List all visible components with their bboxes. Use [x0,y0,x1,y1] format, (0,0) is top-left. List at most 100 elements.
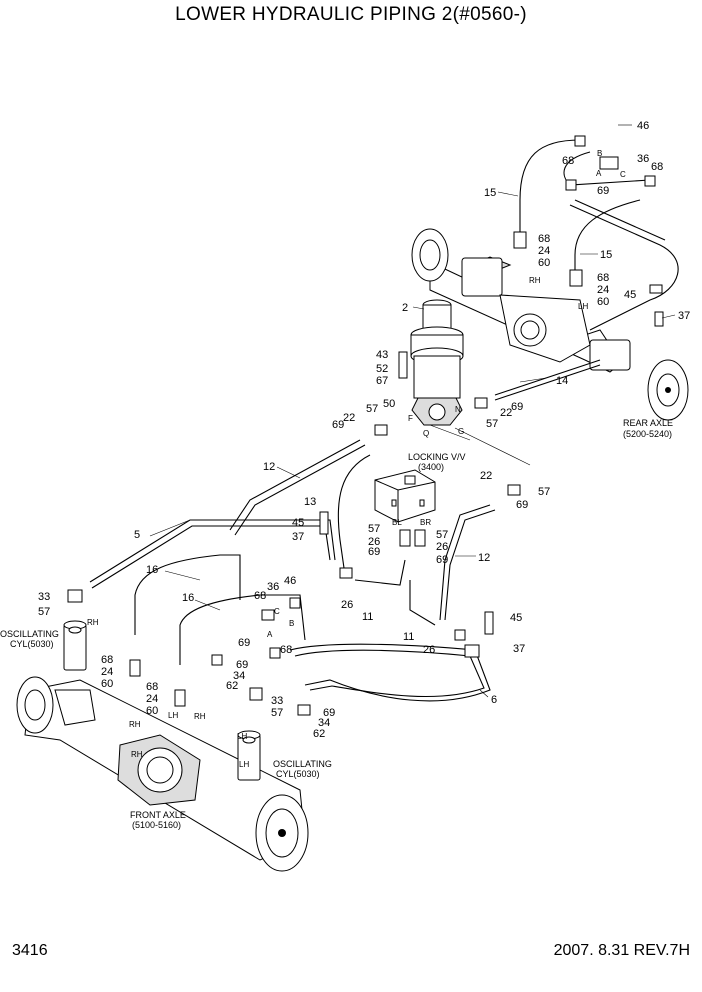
callout: 69 [511,401,523,413]
svg-text:LH: LH [237,732,247,741]
callout: 11 [362,611,373,623]
svg-text:B: B [597,149,602,158]
callout: 37 [678,310,690,322]
callout: 12 [478,552,490,564]
oscillating-cylinder-left [63,620,87,671]
callout: 57 [366,403,378,415]
callout: 16 [182,592,194,604]
callout: 22 [343,412,355,424]
callout: 34 [318,717,330,729]
callout: 6 [491,694,497,706]
callout: 69 [236,659,248,671]
callout: 69 [332,419,344,431]
callout: 5 [134,529,140,541]
callout: 15 [600,249,612,261]
callout: 68 [651,161,663,173]
callout: 24 [597,284,609,296]
callout: 69 [597,185,609,197]
callout: 22 [480,470,492,482]
callout: 33 [38,591,50,603]
callout: 60 [538,257,550,269]
callout-numbers: 46 68 36 68 15 69 68 24 60 15 68 24 60 4… [38,120,690,740]
callout: 62 [313,728,325,740]
osc-cyl-left-ref: CYL(5030) [10,639,54,649]
svg-text:BR: BR [420,518,431,527]
svg-text:BL: BL [392,518,402,527]
port-labels: B C A RH LH F N Q G BL BR C B A RH RH LH… [87,149,626,769]
svg-text:RH: RH [131,750,143,759]
svg-text:LH: LH [578,302,588,311]
revision-date: 2007. 8.31 REV.7H [553,942,690,959]
callout: 14 [556,375,568,387]
callout: 57 [271,707,283,719]
rear-axle-range: (5200-5240) [623,429,672,439]
callout: 45 [510,612,522,624]
callout: 33 [271,695,283,707]
callout: 68 [597,272,609,284]
callout: 45 [624,289,636,301]
callout: 68 [538,233,550,245]
callout: 69 [436,554,448,566]
callout: 37 [513,643,525,655]
callout: 24 [101,666,113,678]
callout: 57 [38,606,50,618]
svg-text:N: N [455,405,461,414]
callout: 69 [516,499,528,511]
leader-lines [149,124,676,698]
osc-cyl-left-label: OSCILLATING [0,629,59,639]
callout: 45 [292,517,304,529]
callout: 26 [341,599,353,611]
svg-text:G: G [458,427,464,436]
svg-text:B: B [289,619,294,628]
svg-text:RH: RH [529,276,541,285]
locking-valve-label: LOCKING V/V [408,452,466,462]
locking-valve-ref: (3400) [418,462,444,472]
svg-text:RH: RH [194,712,206,721]
callout: 43 [376,349,388,361]
callout: 68 [101,654,113,666]
callout: 52 [376,363,388,375]
callout: 62 [226,680,238,692]
callout: 46 [637,120,649,132]
locking-valve [374,469,436,523]
rear-axle-label: REAR AXLE [623,418,673,428]
osc-cyl-right-ref: CYL(5030) [276,769,320,779]
callout: 26 [436,541,448,553]
page-title: LOWER HYDRAULIC PIPING 2(#0560-) [175,4,527,25]
callout: 36 [267,581,279,593]
svg-text:RH: RH [129,720,141,729]
svg-text:C: C [274,607,280,616]
callout: 34 [233,670,245,682]
svg-text:LH: LH [239,760,249,769]
svg-text:RH: RH [87,618,99,627]
rear-axle [411,228,689,421]
callout: 26 [423,644,435,656]
callout: 57 [486,418,498,430]
callout: 36 [637,153,649,165]
svg-text:LH: LH [168,711,178,720]
callout: 57 [368,523,380,535]
fittings [67,135,664,716]
callout: 68 [562,155,574,167]
callout: 68 [146,681,158,693]
callout: 13 [304,496,316,508]
callout: 69 [238,637,250,649]
callout: 60 [146,705,158,717]
callout: 67 [376,375,388,387]
osc-cyl-right-label: OSCILLATING [273,759,332,769]
callout: 26 [368,536,380,548]
svg-text:A: A [596,169,602,178]
callout: 15 [484,187,496,199]
center-swivel-joint [410,299,464,426]
svg-text:A: A [267,630,273,639]
front-axle-range: (5100-5160) [132,820,181,830]
svg-text:C: C [620,170,626,179]
callout: 68 [254,590,266,602]
callout: 2 [402,302,408,314]
component-captions: REAR AXLE (5200-5240) LOCKING V/V (3400)… [0,418,673,830]
page-number: 3416 [12,942,48,959]
front-axle-label: FRONT AXLE [130,810,186,820]
front-axle [16,676,309,872]
svg-text:Q: Q [423,429,429,438]
